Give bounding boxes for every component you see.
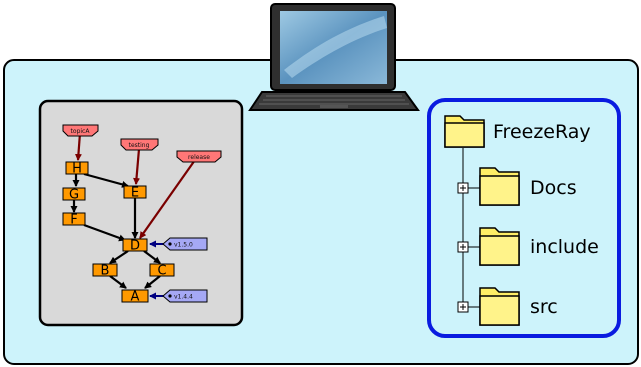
expand-icon[interactable]: [457, 301, 469, 313]
commit-label: H: [72, 162, 82, 177]
commit-node-A: A: [121, 289, 149, 305]
folder-icon: [479, 167, 520, 206]
graph-links: [70, 132, 196, 300]
tree-item-src[interactable]: src: [457, 287, 558, 326]
tree-item-include[interactable]: include: [457, 227, 599, 266]
commit-label: A: [131, 290, 140, 305]
branch-label: release: [188, 154, 210, 161]
tag-v1.5.0: v1.5.0: [162, 237, 208, 251]
commit-label: D: [130, 239, 140, 254]
tree-item-label: Docs: [530, 177, 577, 199]
commit-label: G: [69, 188, 79, 203]
branch-label: topicA: [71, 128, 91, 135]
tree-item-docs[interactable]: Docs: [457, 167, 577, 206]
commit-node-B: B: [92, 263, 118, 279]
branch-testing: testing: [120, 138, 159, 151]
tree-item-label: include: [530, 236, 599, 258]
folder-icon: [479, 227, 520, 266]
laptop-icon: [248, 3, 420, 111]
file-tree-panel: [427, 98, 621, 338]
commit-label: E: [131, 186, 139, 201]
tree-root-folder[interactable]: FreezeRay: [444, 115, 591, 148]
commit-node-G: G: [62, 187, 86, 203]
expand-icon[interactable]: [457, 241, 469, 253]
tree-root-label: FreezeRay: [493, 121, 591, 143]
tag-label: v1.4.4: [174, 294, 193, 301]
folder-icon: [479, 287, 520, 326]
branch-topicA: topicA: [62, 124, 99, 137]
commit-node-H: H: [65, 161, 89, 177]
commit-node-F: F: [62, 212, 86, 228]
branch-label: testing: [129, 142, 150, 149]
commit-node-C: C: [149, 263, 175, 279]
commit-node-D: D: [122, 238, 148, 254]
tag-label: v1.5.0: [174, 242, 193, 249]
commit-label: F: [70, 213, 77, 228]
tree-item-label: src: [530, 296, 558, 318]
commit-label: C: [157, 264, 166, 279]
tag-v1.4.4: v1.4.4: [162, 289, 208, 303]
commit-node-E: E: [123, 185, 147, 201]
folder-icon: [444, 115, 485, 148]
expand-icon[interactable]: [457, 182, 469, 194]
branch-release: release: [176, 150, 222, 163]
commit-label: B: [101, 264, 110, 279]
